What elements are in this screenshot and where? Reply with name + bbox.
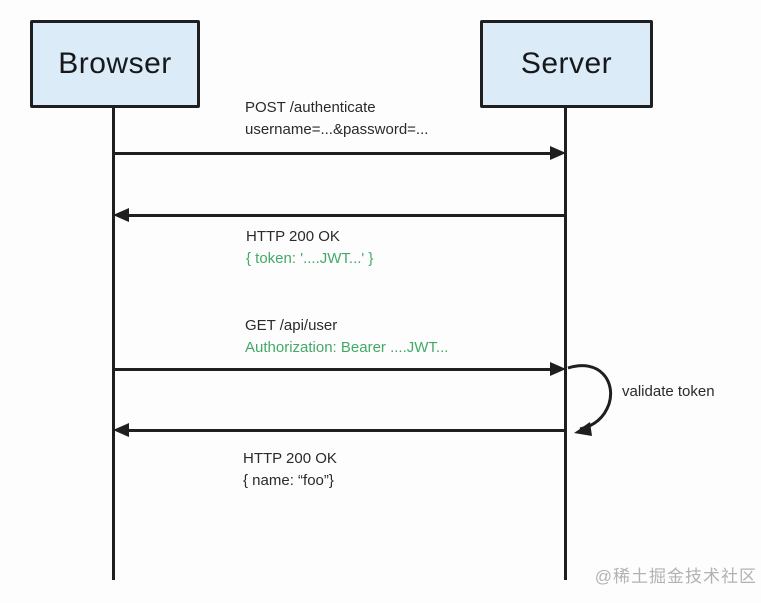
self-loop-arrow — [567, 364, 612, 436]
actor-label-browser: Browser — [58, 47, 172, 80]
watermark: @稀土掘金技术社区 — [594, 567, 757, 586]
message-line: username=...&password=... — [245, 121, 429, 138]
message-line-authorization: Authorization: Bearer ....JWT... — [245, 339, 449, 356]
server-lifeline — [564, 108, 567, 580]
message-line-token: { token: '....JWT...' } — [246, 250, 374, 267]
message-line: { name: “foo”} — [243, 472, 334, 489]
message-label-http200-token: HTTP 200 OK { token: '....JWT...' } — [246, 226, 373, 270]
arrow-post-authenticate — [113, 146, 566, 160]
browser-lifeline — [112, 108, 115, 580]
actor-box-browser: Browser — [30, 20, 200, 108]
message-label-post-authenticate: POST /authenticate username=...&password… — [245, 97, 428, 141]
arrow-http200-name — [113, 423, 566, 437]
arrow-http200-token — [113, 208, 566, 222]
message-line: HTTP 200 OK — [246, 228, 340, 245]
message-line: GET /api/user — [245, 317, 338, 334]
arrow-get-api-user — [113, 362, 566, 376]
message-label-http200-name: HTTP 200 OK { name: “foo”} — [243, 448, 337, 492]
message-line: HTTP 200 OK — [243, 450, 337, 467]
validate-token-label: validate token — [622, 383, 715, 400]
actor-box-server: Server — [480, 20, 653, 108]
message-label-get-api-user: GET /api/user Authorization: Bearer ....… — [245, 315, 448, 359]
message-line: POST /authenticate — [245, 99, 376, 116]
actor-label-server: Server — [520, 47, 613, 80]
